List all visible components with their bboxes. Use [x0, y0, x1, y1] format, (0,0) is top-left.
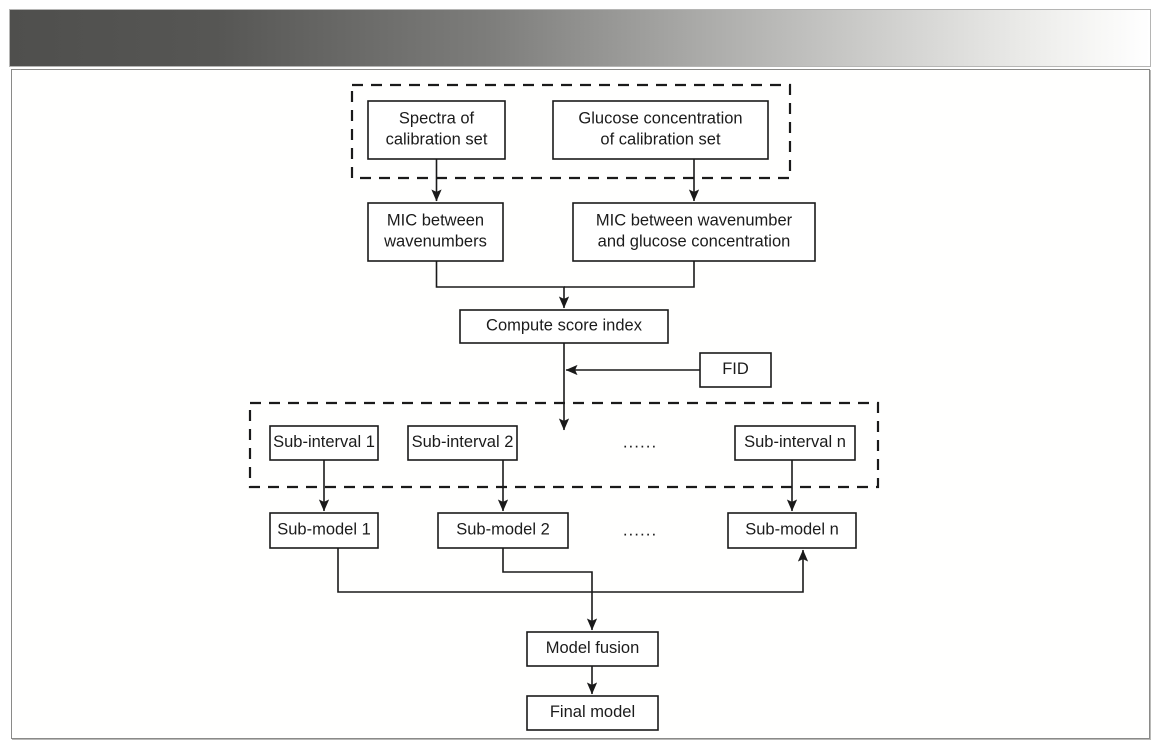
node-box-sub-model-1 [269, 512, 379, 549]
node-sub-model-2[interactable]: Sub-model 2 [437, 512, 569, 549]
node-box-spectra [367, 100, 506, 160]
node-box-fid [699, 352, 772, 388]
edge-mic-wave-to-score [435, 261, 570, 309]
node-score-index[interactable]: Compute score index [459, 309, 669, 344]
edge-mic-glucose-to-score [564, 261, 695, 288]
node-sub-model-1[interactable]: Sub-model 1 [269, 512, 379, 549]
node-label-sub-interval-1: Sub-interval 1 [273, 433, 375, 451]
edge-model-2-to-bus [502, 548, 598, 631]
node-box-model-fusion [526, 631, 659, 667]
node-box-sub-model-n [727, 512, 857, 549]
edge-bus-to-model-n [592, 549, 809, 593]
dashed-group-input-group [350, 83, 792, 180]
node-sub-model-n[interactable]: Sub-model n [727, 512, 857, 549]
edges-layer [318, 159, 809, 695]
node-box-sub-interval-n [734, 425, 856, 461]
node-sub-interval-2[interactable]: Sub-interval 2 [407, 425, 518, 461]
node-label-sub-model-1: Sub-model 1 [277, 521, 371, 539]
ellipsis-layer: ............ [623, 432, 657, 539]
node-sub-interval-1[interactable]: Sub-interval 1 [269, 425, 379, 461]
node-label-sub-interval-n: Sub-interval n [744, 433, 846, 451]
node-model-fusion[interactable]: Model fusion [526, 631, 659, 667]
edge-model-1-to-bus [337, 548, 592, 593]
node-sub-interval-n[interactable]: Sub-interval n [734, 425, 856, 461]
node-label-score-index: Compute score index [486, 317, 643, 335]
node-label-fid: FID [722, 360, 749, 378]
node-box-glucose [552, 100, 769, 160]
node-box-sub-interval-1 [269, 425, 379, 461]
node-fid[interactable]: FID [699, 352, 772, 388]
node-box-final-model [526, 695, 659, 731]
node-box-sub-interval-2 [407, 425, 518, 461]
node-label-sub-interval-2: Sub-interval 2 [412, 433, 514, 451]
node-box-mic-glucose [572, 202, 816, 262]
node-final-model[interactable]: Final model [526, 695, 659, 731]
node-box-sub-model-2 [437, 512, 569, 549]
ellipsis-intervals: ...... [623, 432, 657, 451]
node-label-final-model: Final model [550, 703, 635, 721]
node-box-score-index [459, 309, 669, 344]
decorative-gradient-banner [10, 10, 1150, 66]
node-label-sub-model-n: Sub-model n [745, 521, 839, 539]
ellipsis-models: ...... [623, 520, 657, 539]
node-label-sub-model-2: Sub-model 2 [456, 521, 550, 539]
node-label-model-fusion: Model fusion [546, 639, 640, 657]
node-box-mic-wave [367, 202, 504, 262]
